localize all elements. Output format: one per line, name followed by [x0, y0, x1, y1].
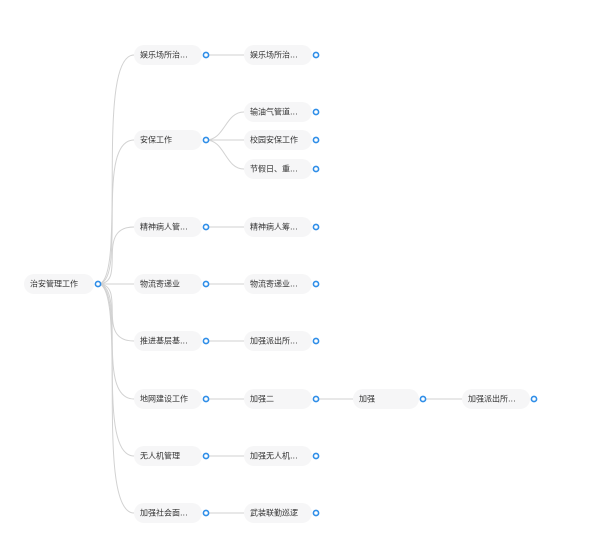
node-level1-0-expand-toggle[interactable]	[202, 51, 210, 59]
node-level2-3-0-label: 物流寄递业...	[250, 279, 298, 289]
edge-root-to-7	[97, 283, 135, 514]
node-level1-2-label: 精神病人管...	[140, 222, 188, 232]
node-level1-6-pill	[134, 446, 202, 466]
node-level1-1-expand-toggle[interactable]	[202, 136, 210, 144]
node-level2-3-0-expand-toggle[interactable]	[312, 280, 320, 288]
node-level2-1-0-expand-toggle[interactable]	[312, 108, 320, 116]
edge-root-to-1	[97, 139, 135, 285]
node-level1-5-label: 地网建设工作	[140, 394, 188, 404]
node-level2-1-0-pill	[244, 102, 312, 122]
node-root-label: 治安管理工作	[30, 279, 78, 289]
node-level1-4-label: 推进基层基...	[140, 336, 188, 346]
node-level2-3-0[interactable]: 物流寄递业...	[244, 274, 320, 294]
node-level2-6-0[interactable]: 加强无人机...	[244, 446, 320, 466]
node-level2-2-0-expand-toggle[interactable]	[312, 223, 320, 231]
node-level2-1-1-expand-toggle[interactable]	[312, 136, 320, 144]
node-level1-2-pill	[134, 217, 202, 237]
node-level1-2-expand-toggle[interactable]	[202, 223, 210, 231]
node-level2-7-0-expand-toggle[interactable]	[312, 509, 320, 517]
node-level1-5-pill	[134, 389, 202, 409]
node-level2-0-0-expand-toggle[interactable]	[312, 51, 320, 59]
node-level2-1-2-expand-toggle[interactable]	[312, 165, 320, 173]
node-level1-7-pill	[134, 503, 202, 523]
node-level2-4-0-pill	[244, 331, 312, 351]
node-level1-3[interactable]: 物流寄递业	[134, 274, 210, 294]
node-root-expand-toggle[interactable]	[94, 280, 102, 288]
node-level2-0-0[interactable]: 娱乐场所治...	[244, 45, 320, 65]
edge-root-to-5	[97, 283, 135, 400]
node-level4-5-0-0-0-label: 加强派出所...	[468, 394, 516, 404]
node-level2-5-0-label: 加强二	[250, 394, 274, 404]
node-level2-7-0-pill	[244, 503, 312, 523]
node-level1-0[interactable]: 娱乐场所治...	[134, 45, 210, 65]
node-level2-6-0-label: 加强无人机...	[250, 451, 298, 461]
node-level1-2[interactable]: 精神病人管...	[134, 217, 210, 237]
node-level2-4-0[interactable]: 加强派出所...	[244, 331, 320, 351]
node-level1-1-label: 安保工作	[140, 135, 172, 145]
node-root[interactable]: 治安管理工作	[24, 274, 102, 294]
edge-root-to-4	[97, 283, 135, 342]
edge-1-to-1-2	[205, 139, 245, 170]
node-level2-2-0-pill	[244, 217, 312, 237]
node-level1-4[interactable]: 推进基层基...	[134, 331, 210, 351]
node-level2-1-2[interactable]: 节假日、重...	[244, 159, 320, 179]
node-level2-7-0[interactable]: 武装联勤巡逻	[244, 503, 320, 523]
node-level4-5-0-0-0[interactable]: 加强派出所...	[462, 389, 538, 409]
node-level2-1-1-pill	[244, 130, 312, 150]
node-level1-4-expand-toggle[interactable]	[202, 337, 210, 345]
node-level1-4-pill	[134, 331, 202, 351]
node-level1-1[interactable]: 安保工作	[134, 130, 210, 150]
node-level4-5-0-0-0-expand-toggle[interactable]	[530, 395, 538, 403]
node-level1-0-label: 娱乐场所治...	[140, 50, 188, 60]
node-level1-6[interactable]: 无人机管理	[134, 446, 210, 466]
node-level1-6-label: 无人机管理	[140, 451, 180, 461]
node-level3-5-0-0-label: 加强	[359, 394, 375, 404]
node-level2-7-0-label: 武装联勤巡逻	[250, 508, 298, 518]
node-level2-1-1-label: 校园安保工作	[250, 135, 298, 145]
edge-1-to-1-0	[205, 111, 245, 141]
node-level4-5-0-0-0-pill	[462, 389, 530, 409]
node-level3-5-0-0[interactable]: 加强	[353, 389, 427, 409]
node-level1-1-pill	[134, 130, 202, 150]
node-level1-6-expand-toggle[interactable]	[202, 452, 210, 460]
node-level2-1-0-label: 输油气管道...	[250, 107, 298, 117]
node-level1-3-label: 物流寄递业	[140, 279, 180, 289]
node-level1-3-expand-toggle[interactable]	[202, 280, 210, 288]
node-level1-7-label: 加强社会面...	[140, 508, 188, 518]
node-level1-5-expand-toggle[interactable]	[202, 395, 210, 403]
node-level1-3-pill	[134, 274, 202, 294]
node-level2-6-0-expand-toggle[interactable]	[312, 452, 320, 460]
node-level2-0-0-pill	[244, 45, 312, 65]
nodes-layer: 治安管理工作 娱乐场所治... 娱乐场所治... 安保工作 输油气管道... 校园安保工作…	[24, 45, 538, 523]
node-level1-7[interactable]: 加强社会面...	[134, 503, 210, 523]
node-level2-1-1[interactable]: 校园安保工作	[244, 130, 320, 150]
node-level2-6-0-pill	[244, 446, 312, 466]
node-level2-2-0-label: 精神病人筹...	[250, 222, 298, 232]
node-level2-0-0-label: 娱乐场所治...	[250, 50, 298, 60]
node-level2-5-0-expand-toggle[interactable]	[312, 395, 320, 403]
node-level2-5-0-pill	[244, 389, 312, 409]
edge-root-to-6	[97, 283, 135, 457]
node-level1-5[interactable]: 地网建设工作	[134, 389, 210, 409]
edge-root-to-0	[97, 54, 135, 285]
node-level2-4-0-label: 加强派出所...	[250, 336, 298, 346]
node-level2-1-0[interactable]: 输油气管道...	[244, 102, 320, 122]
node-level2-3-0-pill	[244, 274, 312, 294]
node-level1-0-pill	[134, 45, 202, 65]
node-level2-1-2-pill	[244, 159, 312, 179]
node-level2-2-0[interactable]: 精神病人筹...	[244, 217, 320, 237]
node-level2-5-0[interactable]: 加强二	[244, 389, 320, 409]
edges-layer	[97, 54, 462, 514]
node-level1-7-expand-toggle[interactable]	[202, 509, 210, 517]
node-level2-1-2-label: 节假日、重...	[250, 164, 298, 174]
node-level3-5-0-0-pill	[353, 389, 419, 409]
edge-root-to-2	[97, 226, 135, 285]
node-level2-4-0-expand-toggle[interactable]	[312, 337, 320, 345]
node-level3-5-0-0-expand-toggle[interactable]	[419, 395, 427, 403]
node-root-pill	[24, 274, 94, 294]
